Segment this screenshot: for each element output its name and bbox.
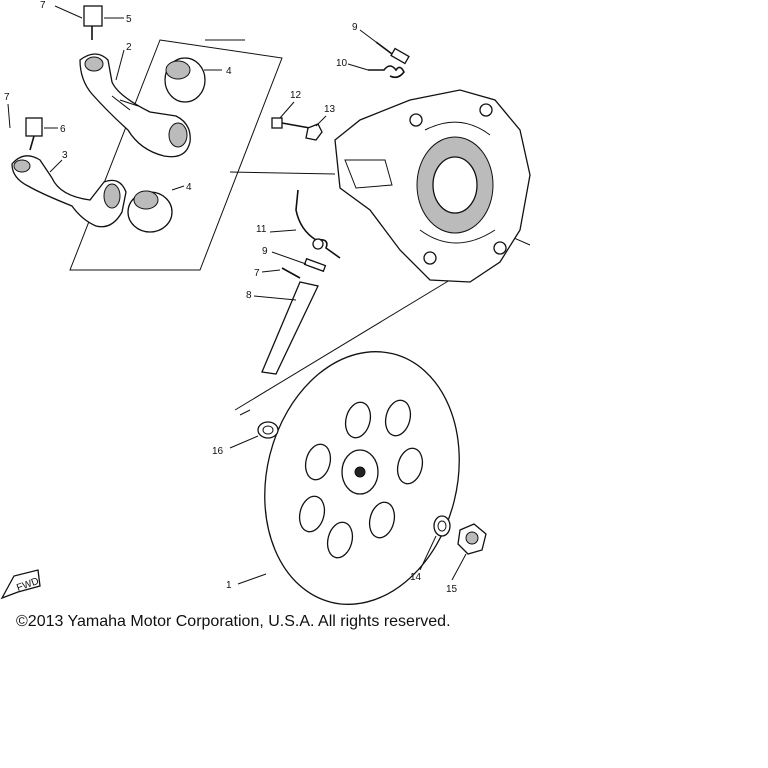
callout-3: 3 [62,150,68,161]
callout-13: 13 [324,104,336,115]
copyright-text: ©2013 Yamaha Motor Corporation, U.S.A. A… [16,613,451,630]
block-5 [83,5,103,40]
roller-lower [127,190,173,233]
callout-5: 5 [126,14,132,25]
block-6 [25,117,43,151]
callout-4-upper: 4 [226,66,232,77]
callout-14: 14 [410,572,422,583]
callout-2: 2 [126,42,132,53]
spring-11 [295,189,341,259]
nut-13 [305,123,323,141]
callout-15: 15 [446,584,458,595]
callout-1: 1 [226,580,232,591]
callout-7-left: 7 [4,92,10,103]
bolt-12 [271,117,311,129]
callout-11: 11 [256,224,267,235]
callout-8: 8 [246,290,252,301]
pin-9-upper [375,41,410,65]
clip-9-lower [303,257,327,273]
callouts: 1 2 3 4 4 5 6 7 7 7 8 9 9 10 11 12 13 14… [4,0,458,595]
callout-7-center: 7 [254,268,260,279]
fwd-arrow-icon: FWD [0,569,41,600]
nut-15 [457,523,487,555]
shaft-8 [261,281,319,375]
callout-10: 10 [336,58,348,69]
callout-6: 6 [60,124,66,135]
washer-14 [433,515,451,537]
callout-9-lower: 9 [262,246,268,257]
callout-12: 12 [290,90,302,101]
callout-9-upper: 9 [352,22,358,33]
disc-1 [264,351,460,605]
leader-lines [7,5,467,585]
callout-16: 16 [212,446,224,457]
arm-upper [79,53,191,158]
spring-10 [368,65,405,79]
callout-4-lower: 4 [186,182,192,193]
washer-16 [257,421,279,439]
roller-upper [164,57,206,103]
arm-lower [11,155,127,228]
pin-7-lower [281,267,301,279]
parts-diagram: 1 2 3 4 4 5 6 7 7 7 8 9 9 10 11 12 13 14… [0,0,531,605]
callout-7-top: 7 [40,0,46,11]
housing [334,89,531,283]
